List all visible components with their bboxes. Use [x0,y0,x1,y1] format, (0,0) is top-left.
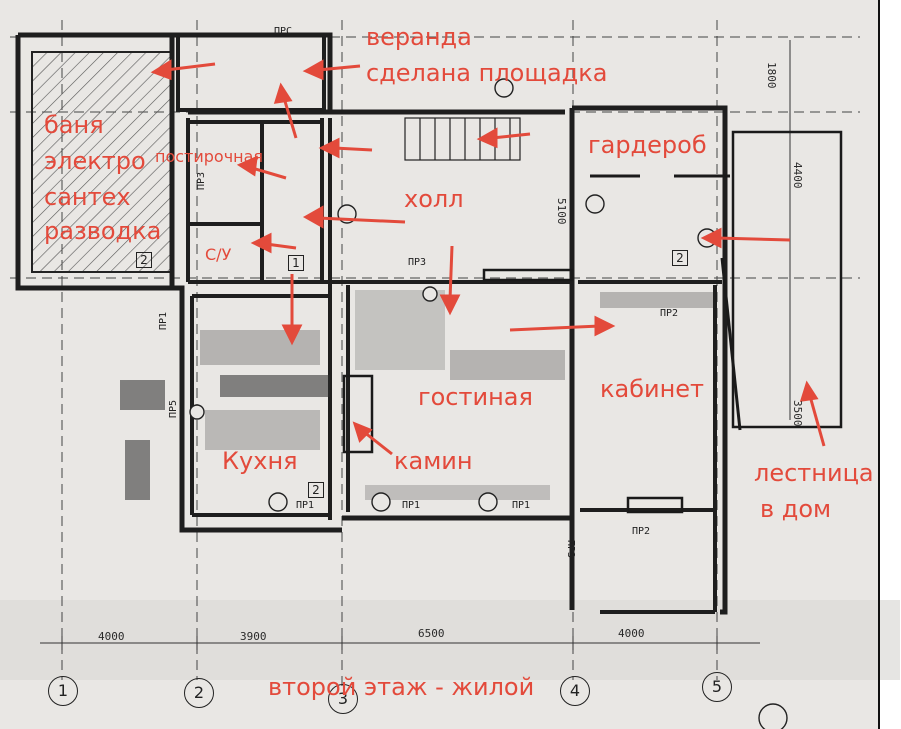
label-santeh: сантех [44,183,131,211]
label-stairs-line1: лестница [754,459,874,487]
label-kuhnya: Кухня [222,447,298,475]
dimension-label-5: 1800 [765,62,778,89]
label-kabinet: кабинет [600,375,705,403]
label-veranda: веранда [366,23,472,51]
tag-pr3-right: ПР3 [565,540,576,559]
tag-pr5: ПР5 [168,399,179,418]
room-number-wardrobe: 2 [672,250,688,266]
label-holl: холл [404,185,464,213]
label-platform: сделана площадка [366,59,608,87]
fireplace-box [342,374,374,454]
axis-marker-4: 4 [560,676,590,706]
opening-box-1 [482,268,574,282]
dimension-label-1: 4000 [98,630,125,643]
room-number-kitchen: 2 [308,482,324,498]
label-razvodka: разводка [44,217,162,245]
axis-marker-1: 1 [48,676,78,706]
dimension-line [40,40,791,650]
tag-prs: ПРС [274,26,293,37]
label-kamin: камин [394,447,473,475]
tag-pr1-left: ПР1 [158,311,169,330]
dimension-label-3: 6500 [418,627,445,640]
label-stairs-line2: в дом [760,495,832,523]
axis-marker-5: 5 [702,672,732,702]
label-floor-note: второй этаж - жилой [268,673,535,701]
dimension-label-8: 5100 [555,198,568,225]
hall-stairs [404,117,521,161]
walls-inner [176,33,722,614]
privacy-blur [120,290,715,500]
external-staircase-box [731,130,843,429]
paper-shadow [0,600,900,680]
annotation-arrows [150,59,826,456]
dimension-label-6: 4400 [791,162,804,189]
banya-hatch [31,51,173,273]
dimension-label-7: 3500 [791,400,804,427]
tag-pr2-right: ПР2 [660,308,679,319]
opening-box-2 [626,496,684,514]
label-su: С/У [205,245,232,264]
dimension-label-4: 4000 [618,627,645,640]
axis-marker-2: 2 [184,678,214,708]
label-elektro: электро [44,147,146,175]
label-gostinaya: гостиная [418,383,533,411]
tag-pr3-mid: ПР3 [408,257,427,268]
room-number-corridor: 1 [288,255,304,271]
dimension-label-2: 3900 [240,630,267,643]
tag-pr1-bottom-2: ПР1 [402,500,421,511]
room-number-banya: 2 [136,252,152,268]
overlay-boxes [342,130,843,514]
tag-pr1-bottom-1: ПР1 [296,500,315,511]
tag-pr2-bottom: ПР2 [632,526,651,537]
label-banya: баня [44,111,104,139]
tag-pr3-left: ПР3 [196,171,207,190]
tag-pr1-bottom-3: ПР1 [512,500,531,511]
label-garderob: гардероб [588,131,707,159]
axis-marker-3: 3 [328,684,358,714]
label-postirochnaya: постирочная [155,147,264,166]
